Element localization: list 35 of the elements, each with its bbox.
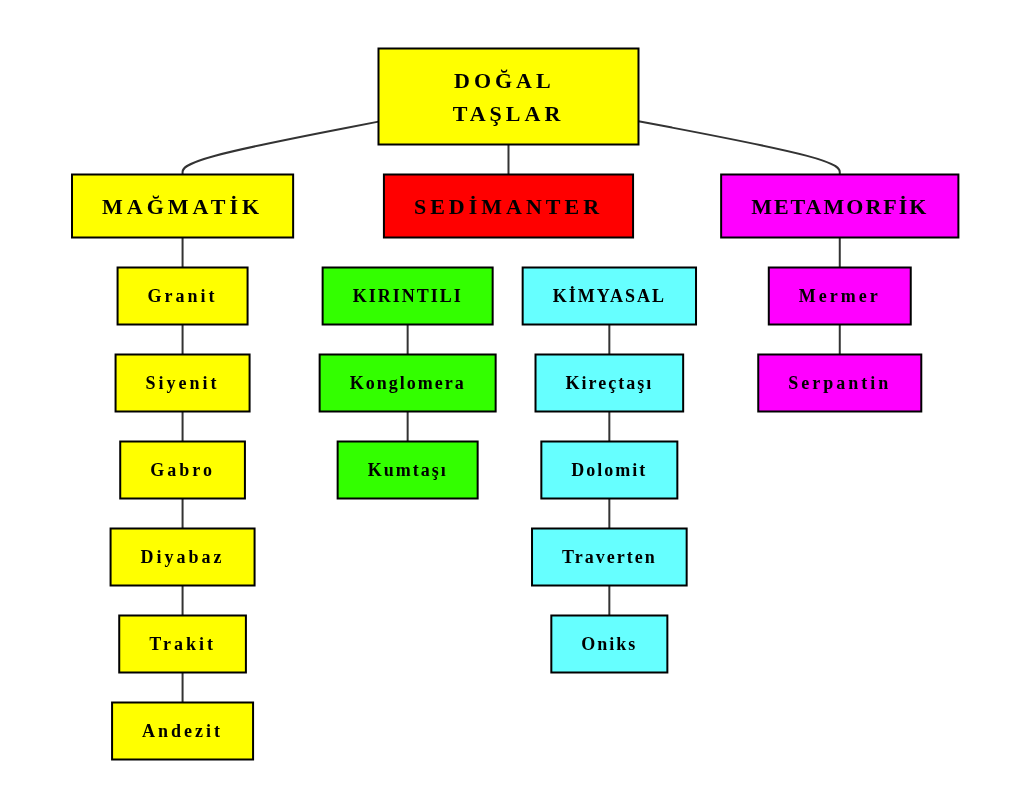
connector <box>406 410 409 442</box>
connector <box>608 410 611 442</box>
node-box: Dolomit <box>540 440 679 499</box>
connector <box>608 323 611 355</box>
node-box: Traverten <box>530 527 688 586</box>
connector <box>181 497 184 529</box>
connector <box>181 671 184 703</box>
connector <box>181 584 184 616</box>
node-box: KİMYASAL <box>521 266 697 325</box>
connector <box>507 143 510 175</box>
node-box: Granit <box>116 266 249 325</box>
connector <box>181 236 184 268</box>
connector <box>406 323 409 355</box>
connector <box>838 236 841 268</box>
node-box: METAMORFİK <box>719 173 960 238</box>
node-box: Siyenit <box>114 353 251 412</box>
node-box: Gabro <box>119 440 246 499</box>
node-box: Serpantin <box>757 353 923 412</box>
node-box: Andezit <box>110 701 254 760</box>
node-box: Kumtaşı <box>336 440 479 499</box>
node-box: DOĞAL TAŞLAR <box>377 47 640 145</box>
node-box: KIRINTILI <box>321 266 494 325</box>
node-box: Diyabaz <box>109 527 256 586</box>
connector <box>608 497 611 529</box>
node-box: Kireçtaşı <box>534 353 684 412</box>
connector <box>181 410 184 442</box>
connector <box>181 323 184 355</box>
node-box: Oniks <box>550 614 669 673</box>
connector <box>608 584 611 616</box>
node-box: SEDİMANTER <box>382 173 634 238</box>
node-box: Konglomera <box>318 353 497 412</box>
node-box: Mermer <box>767 266 912 325</box>
node-box: Trakit <box>118 614 247 673</box>
node-box: MAĞMATİK <box>70 173 294 238</box>
connector <box>838 323 841 355</box>
